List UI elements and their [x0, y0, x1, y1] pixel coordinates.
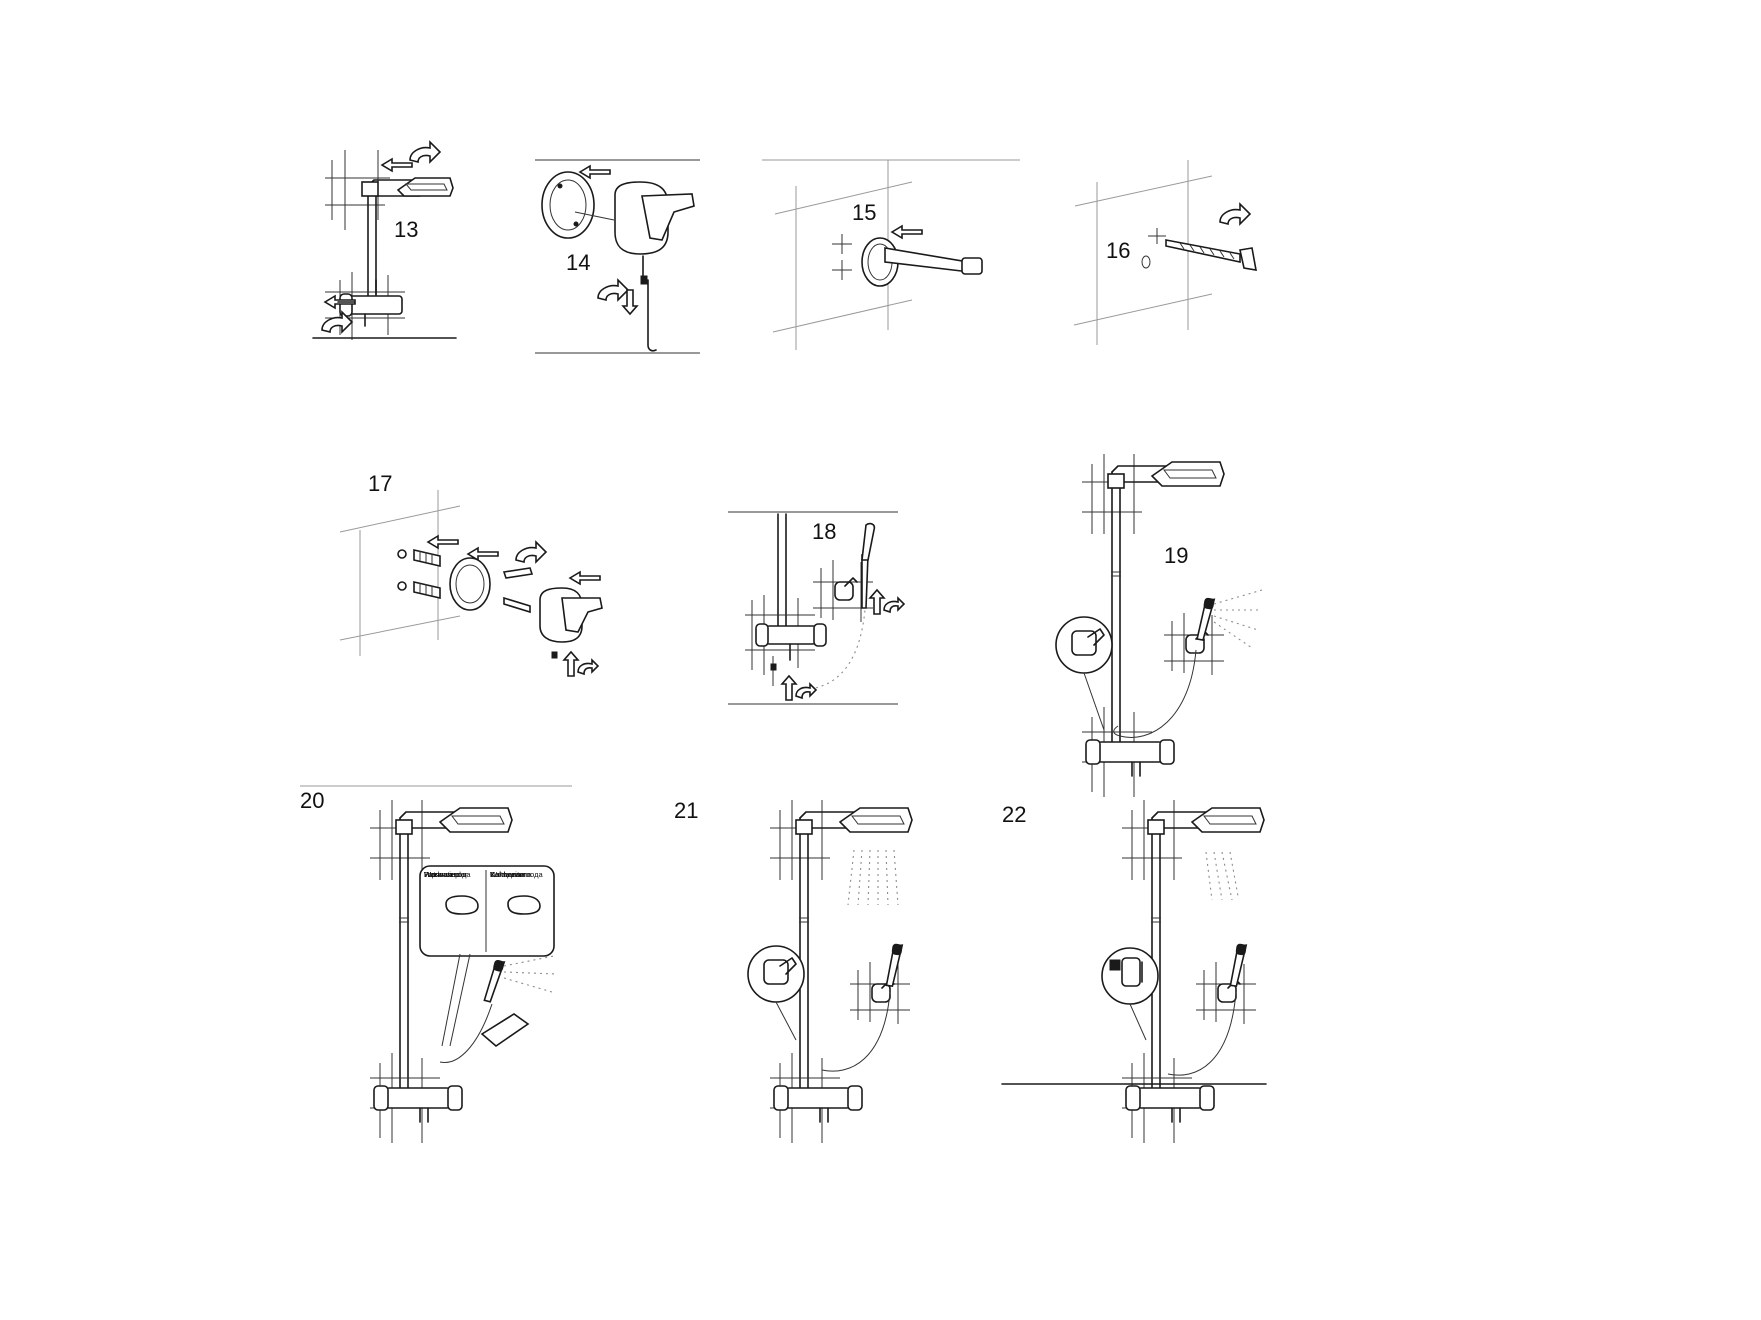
hot-water-label-en: Hot water: [424, 870, 457, 879]
step-number-16: 16: [1106, 238, 1131, 263]
hot-water-label-de: Warmwasser: [424, 870, 468, 879]
step-number-20: 20: [300, 788, 325, 813]
step-17-illustration: [339, 490, 603, 677]
cold-water-label-pl: Woda zimna: [490, 870, 532, 879]
step-22-illustration: [1001, 799, 1267, 1144]
step-number-21: 21: [674, 798, 699, 823]
step-14-illustration: [535, 159, 700, 354]
step-13-illustration: [312, 141, 457, 340]
step-20-illustration: [300, 785, 572, 1144]
step-number-19: 19: [1164, 543, 1189, 568]
step-19-illustration: [1055, 453, 1263, 798]
step-number-14: 14: [566, 250, 591, 275]
cold-water-label-ru: Холодная вода: [490, 870, 543, 879]
step-number-18: 18: [812, 519, 837, 544]
hot-water-label-ru: Горячая вода: [424, 870, 471, 879]
step-15-illustration: [762, 159, 1020, 350]
step-number-22: 22: [1002, 802, 1027, 827]
cold-water-label-en: Cold water: [490, 870, 526, 879]
step-number-15: 15: [852, 200, 877, 225]
step-16-illustration: [1073, 160, 1257, 345]
step-18-illustration: [728, 511, 905, 705]
step-number-17: 17: [368, 471, 393, 496]
step-21-illustration: [747, 799, 913, 1144]
cold-water-label-de: Kaltwasser: [490, 870, 527, 879]
hot-water-label-pl: Woda ciepła: [424, 870, 466, 879]
step-number-13: 13: [394, 217, 419, 242]
